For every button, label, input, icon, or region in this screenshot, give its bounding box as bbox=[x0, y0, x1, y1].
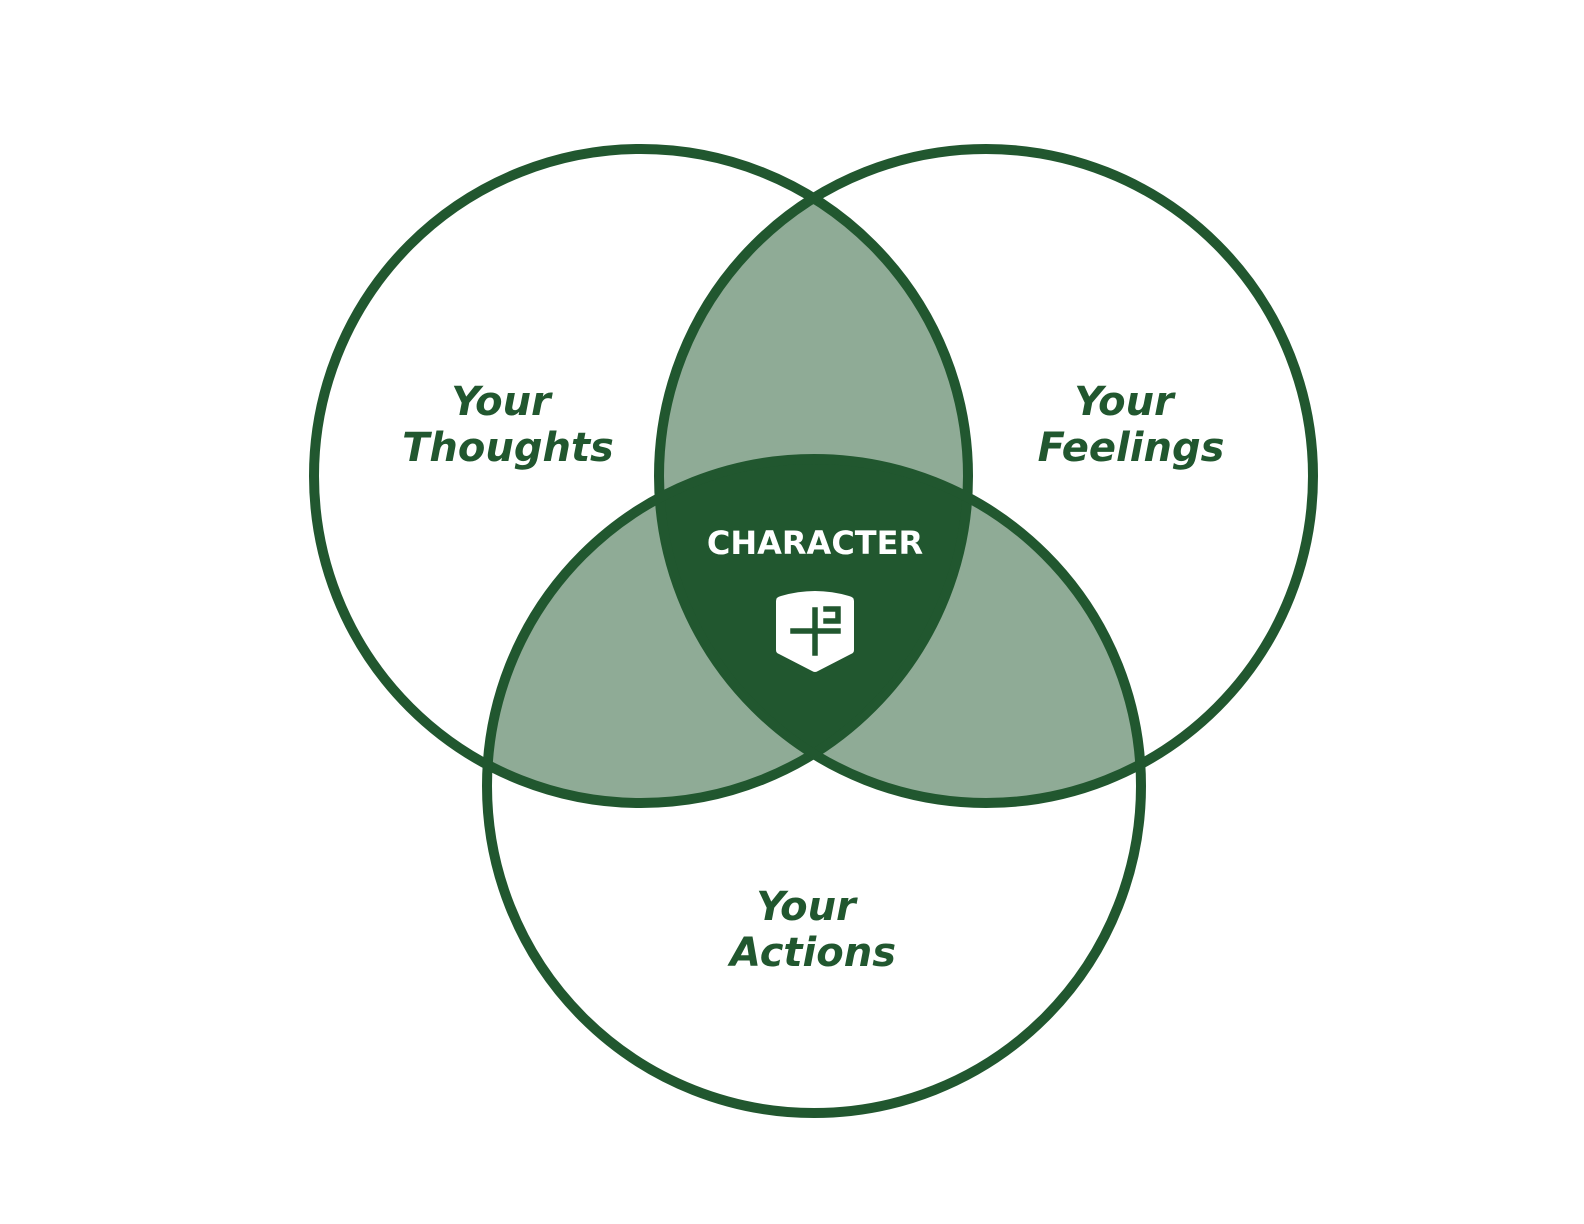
label-actions-line2: Actions bbox=[727, 930, 896, 976]
label-feelings-line1: Your bbox=[1074, 379, 1176, 425]
circle-actions bbox=[482, 454, 1146, 1118]
circle-thoughts bbox=[309, 144, 973, 808]
label-feelings: Your Feelings bbox=[1038, 379, 1225, 471]
circle-feelings bbox=[654, 144, 1318, 808]
label-actions-line1: Your bbox=[756, 884, 858, 930]
center-label: CHARACTER bbox=[707, 524, 923, 562]
label-feelings-line2: Feelings bbox=[1038, 425, 1225, 471]
label-thoughts-line1: Your bbox=[451, 379, 553, 425]
shield-plus-logo-icon bbox=[776, 591, 854, 672]
label-actions: Your Actions bbox=[727, 884, 896, 976]
label-thoughts: Your Thoughts bbox=[402, 379, 614, 471]
label-thoughts-line2: Thoughts bbox=[402, 425, 614, 471]
